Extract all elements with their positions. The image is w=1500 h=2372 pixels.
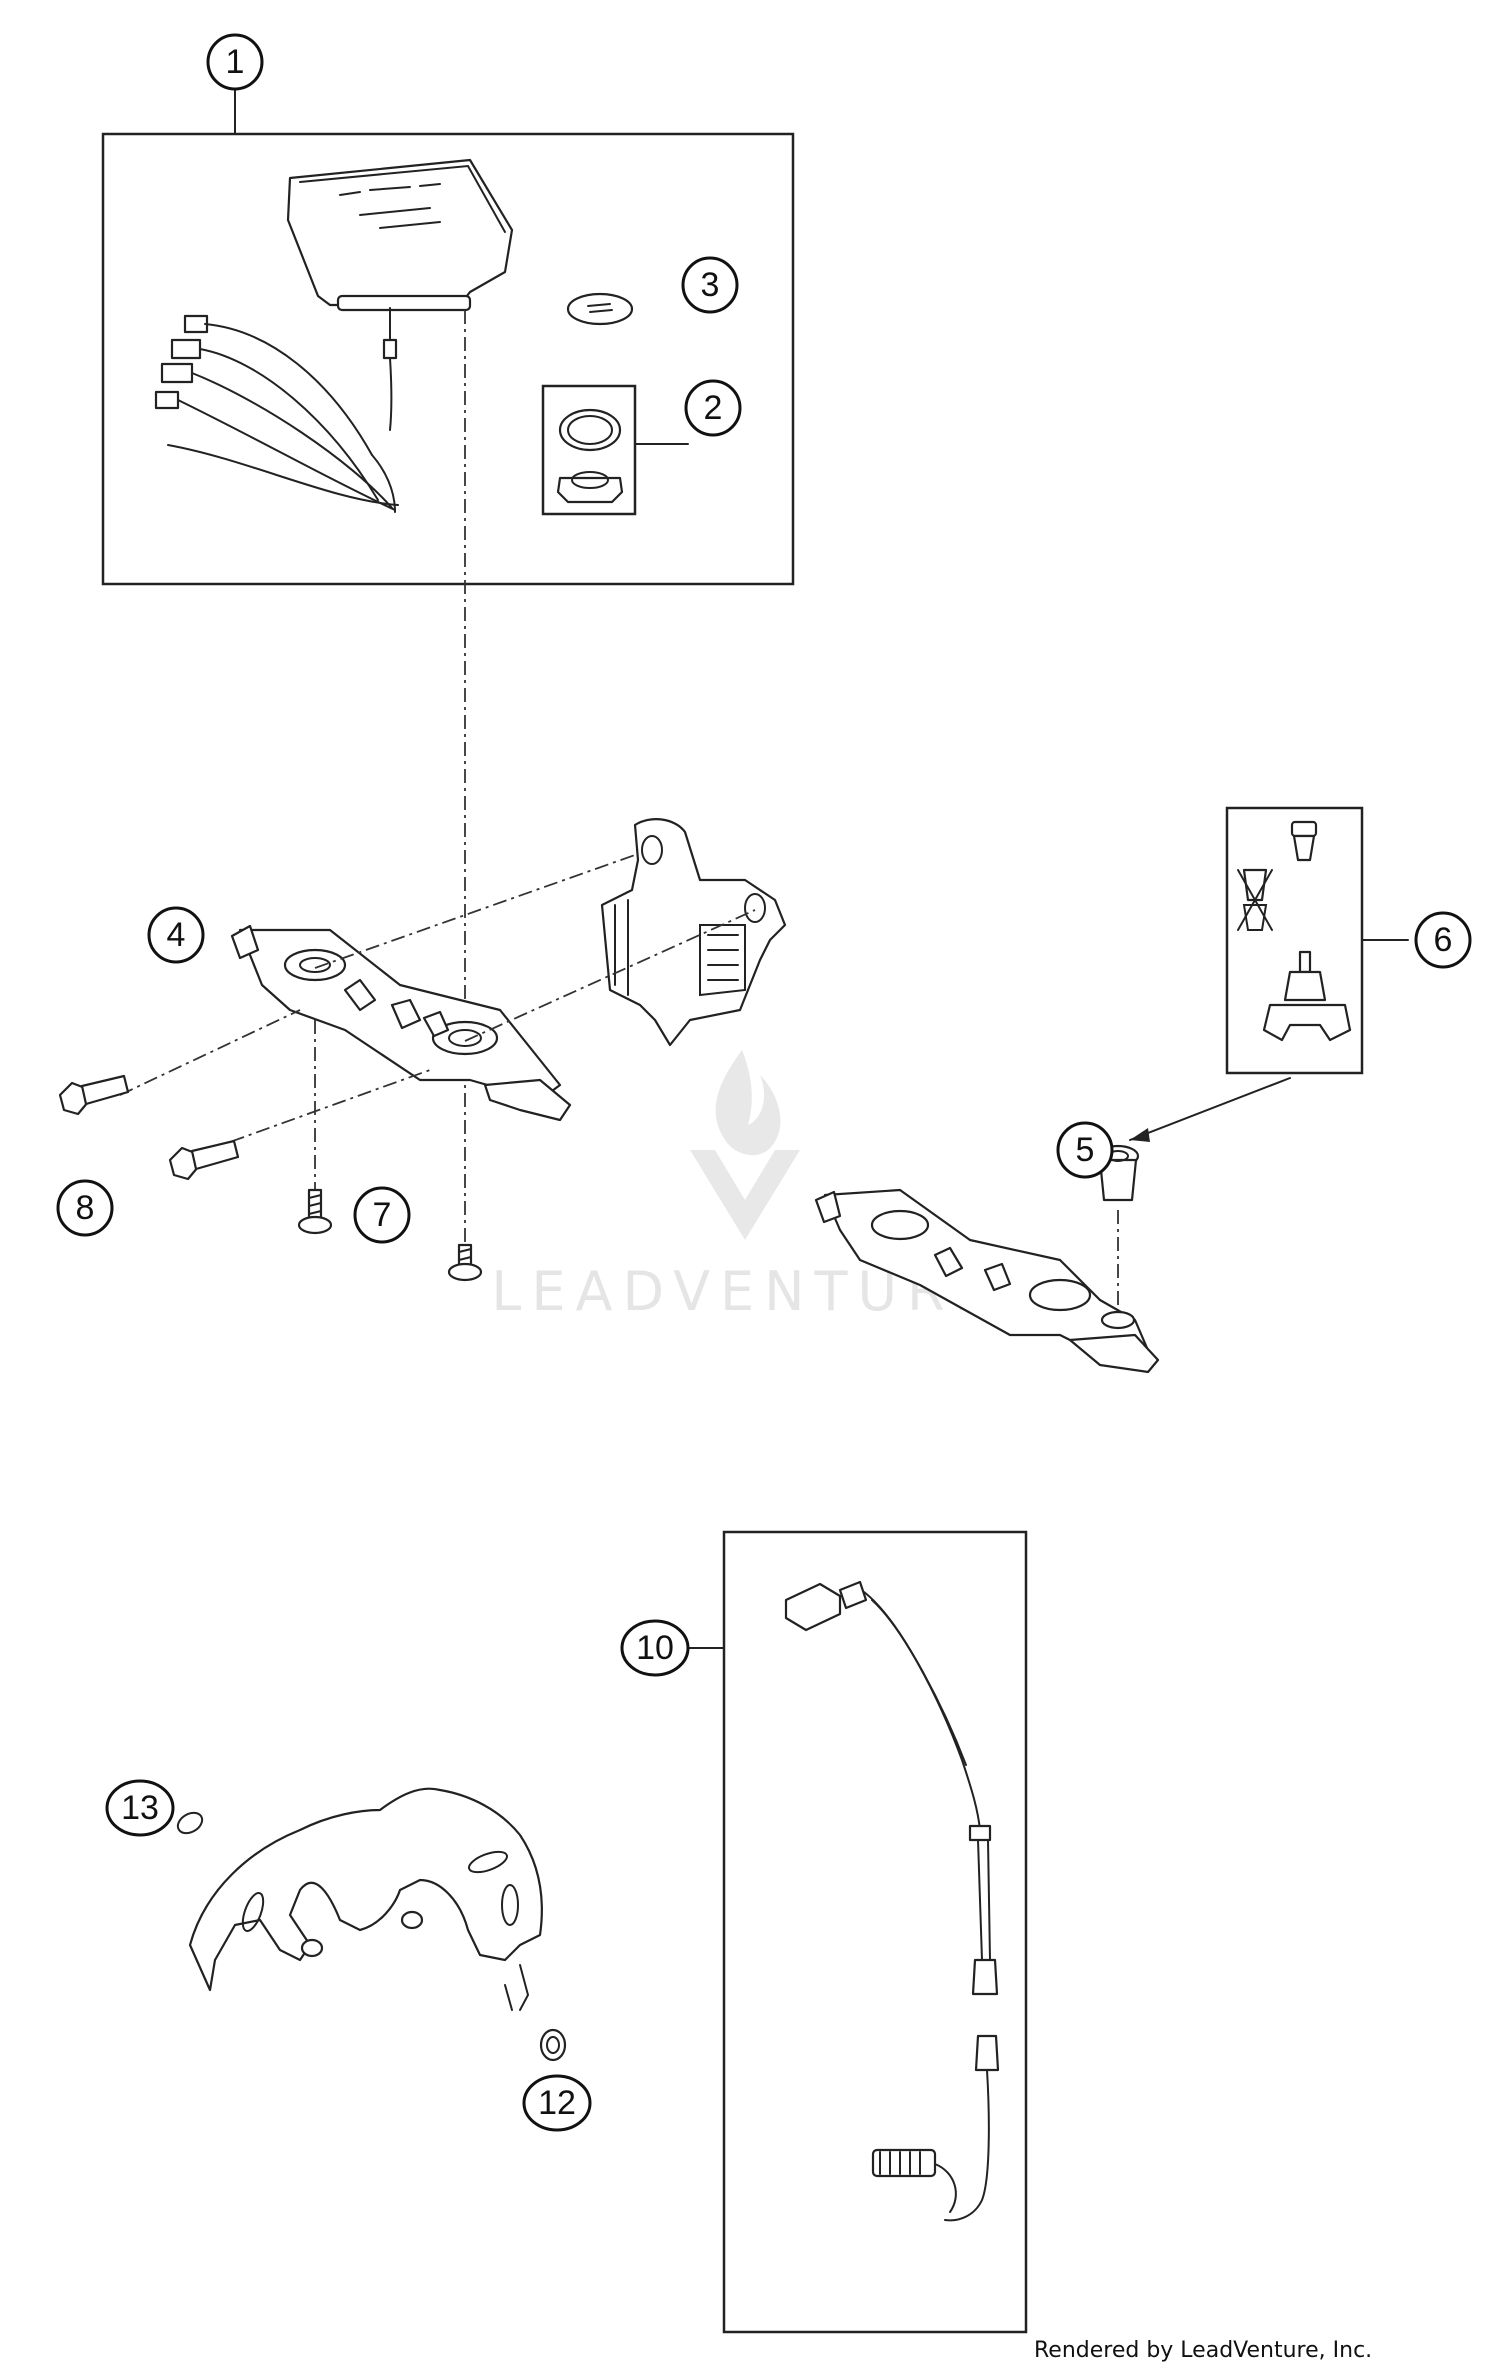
callout-3: 3 [681,256,739,314]
bolt-part-8 [58,1074,240,1181]
callout-3-label: 3 [701,266,720,304]
callout-13: 13 [105,1779,175,1837]
speedometer-part [286,158,514,431]
callout-1: 1 [206,33,264,91]
brake-disc-part [188,1787,543,2011]
callout-4-label: 4 [167,916,186,954]
bracket-part-4 [230,924,572,1122]
callout-7: 7 [353,1186,411,1244]
callout-1-label: 1 [226,43,245,81]
seal-part-2 [556,408,624,504]
mount-part [600,818,787,1047]
callout-10-label: 10 [636,1629,674,1667]
callout-10: 10 [620,1619,690,1677]
callout-6: 6 [1414,911,1472,969]
bracket-part-alt [814,1188,1160,1374]
callout-13-label: 13 [121,1789,159,1827]
callout-5: 5 [1056,1121,1114,1179]
grommet-part-6 [1237,820,1352,1042]
callout-8-label: 8 [76,1189,95,1227]
clip-part-13 [176,1811,204,1835]
callout-8: 8 [56,1179,114,1237]
render-credit: Rendered by LeadVenture, Inc. [1034,2338,1373,2363]
callout-2: 2 [684,379,742,437]
kit-box-1 [101,132,795,586]
callout-4: 4 [147,906,205,964]
callout-12: 12 [522,2074,592,2132]
callout-12-label: 12 [538,2084,576,2122]
kit-box-10 [722,1530,1028,2334]
kit-box-2 [541,384,637,516]
callout-2-label: 2 [704,389,723,427]
callout-6-label: 6 [1434,921,1453,959]
callout-7-label: 7 [373,1196,392,1234]
cap-part-3 [566,292,634,326]
screw-part-7 [297,1188,483,1282]
nut-part-12 [539,2028,567,2062]
wiring-harness [154,314,399,513]
callout-5-label: 5 [1076,1131,1095,1169]
sensor-cable-part-10 [784,1580,1000,2222]
